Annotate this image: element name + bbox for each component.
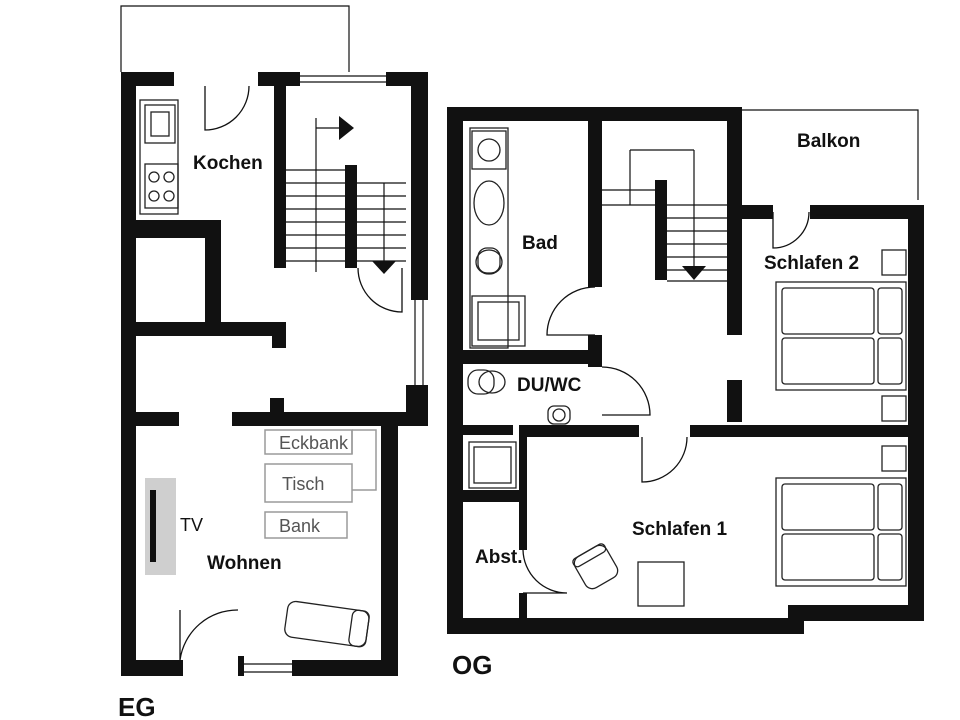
labels: Kochen Wohnen Bad DU/WC Balkon Schlafen … bbox=[118, 131, 860, 720]
og-windows bbox=[816, 208, 880, 216]
kitchen-appliances bbox=[139, 99, 179, 215]
eg-stair-down-arrow bbox=[372, 261, 396, 274]
og-door-duwc bbox=[601, 366, 651, 416]
room-label-balkon: Balkon bbox=[797, 131, 860, 152]
double-bed-1-icon bbox=[775, 477, 907, 587]
og-door-balkon bbox=[772, 211, 810, 249]
room-label-schlafen1: Schlafen 1 bbox=[632, 519, 727, 540]
sink-icon bbox=[144, 104, 176, 144]
og-stair-down-arrow bbox=[682, 266, 706, 280]
og-doors bbox=[522, 211, 810, 594]
eg-interior-walls bbox=[121, 86, 428, 426]
nightstand-icon bbox=[881, 249, 907, 276]
nightstand-icon bbox=[881, 445, 907, 472]
eg-door-entry bbox=[204, 85, 250, 131]
og-door-abst bbox=[522, 549, 568, 594]
og-staircase bbox=[602, 149, 727, 282]
schlafen2-furniture bbox=[775, 249, 907, 422]
floor-label-eg: EG bbox=[118, 692, 156, 720]
tv-icon bbox=[145, 478, 176, 575]
furniture-label-tisch: Tisch bbox=[282, 474, 324, 494]
duwc-basin-icon bbox=[552, 408, 566, 422]
og-interior-walls bbox=[447, 107, 924, 634]
armchair-icon bbox=[284, 600, 370, 648]
eg-door-stair bbox=[357, 267, 403, 313]
bathroom-fixtures bbox=[467, 127, 571, 489]
og-balcony-outline bbox=[740, 109, 919, 200]
nightstand-icon bbox=[881, 395, 907, 422]
eg-door-terrace bbox=[179, 609, 239, 661]
duwc-shower-icon bbox=[468, 441, 517, 489]
stove-icon bbox=[144, 163, 179, 209]
room-label-bad: Bad bbox=[522, 233, 558, 254]
room-label-wohnen: Wohnen bbox=[207, 553, 282, 574]
room-label-duwc: DU/WC bbox=[517, 375, 582, 396]
room-label-schlafen2: Schlafen 2 bbox=[764, 253, 859, 274]
tisch-icon bbox=[264, 463, 353, 503]
eg-windows bbox=[238, 75, 424, 676]
eg-floor bbox=[120, 5, 428, 676]
bathtub-basin-icon bbox=[473, 180, 505, 226]
og-door-bad bbox=[546, 286, 596, 336]
living-furniture bbox=[145, 429, 377, 648]
eg-staircase bbox=[286, 116, 406, 274]
shower-icon bbox=[471, 295, 526, 347]
og-door-schlafen1 bbox=[641, 436, 688, 483]
furniture-label-eckbank: Eckbank bbox=[279, 433, 349, 453]
bank-icon bbox=[264, 511, 348, 539]
toilet-icon bbox=[475, 249, 503, 275]
schlafen1-furniture bbox=[572, 445, 907, 607]
basin-icon bbox=[477, 138, 501, 162]
eg-terrace-outline bbox=[120, 5, 350, 72]
furniture-label-tv: TV bbox=[180, 515, 203, 535]
double-bed-2-icon bbox=[775, 281, 907, 391]
room-label-kochen: Kochen bbox=[193, 153, 263, 174]
table-icon bbox=[637, 561, 685, 607]
room-label-abst: Abst. bbox=[475, 547, 523, 568]
armchair-icon bbox=[572, 543, 619, 590]
floor-label-og: OG bbox=[452, 650, 492, 680]
duwc-toilet-icon bbox=[478, 370, 506, 394]
og-floor bbox=[447, 107, 924, 634]
eg-doors bbox=[179, 85, 403, 661]
furniture-label-bank: Bank bbox=[279, 516, 321, 536]
